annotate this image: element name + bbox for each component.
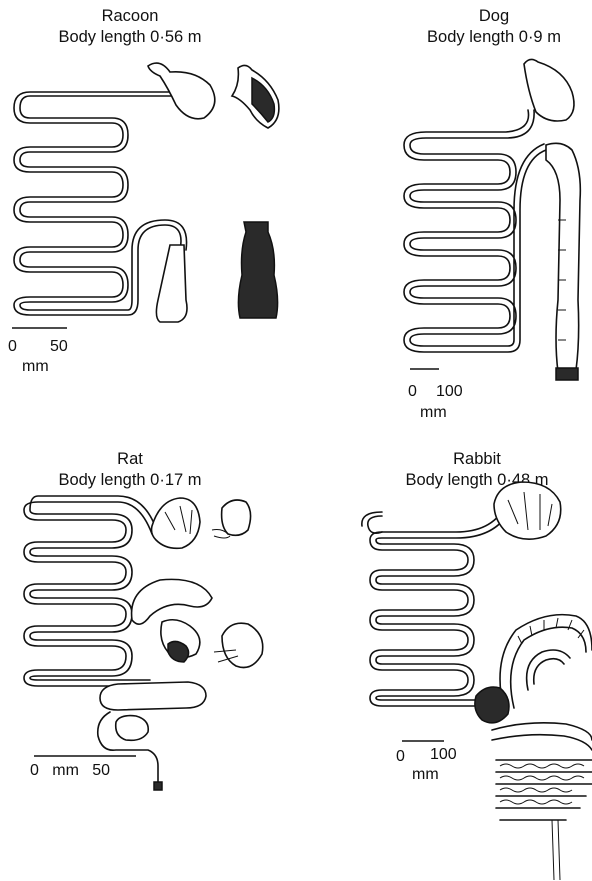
dog-colon — [546, 143, 580, 372]
rat-stomach — [152, 498, 201, 548]
rabbit-scale-end: 100 — [430, 746, 457, 764]
dog-gut-drawing — [296, 0, 592, 440]
racoon-scale-end: 50 — [50, 338, 68, 356]
racoon-colon-section — [238, 222, 277, 318]
rabbit-gut-drawing — [296, 440, 592, 881]
rat-scale-label: 0 mm 50 — [30, 762, 110, 780]
dog-rectum — [556, 368, 578, 380]
racoon-scale-start: 0 — [8, 338, 17, 356]
dog-scale-start: 0 — [408, 383, 417, 401]
rat-stomach-outline — [222, 500, 251, 535]
rat-colon — [100, 682, 206, 710]
rat-rectum — [154, 782, 162, 790]
racoon-large-intestine — [156, 245, 187, 322]
dog-stomach — [524, 59, 574, 121]
rat-caecum — [132, 579, 212, 624]
dog-scale-unit: mm — [420, 404, 447, 422]
panel-dog: Dog Body length 0·9 m 0 100 mm — [296, 0, 592, 440]
rat-caecum-section — [222, 623, 263, 667]
rat-small-intestine — [24, 502, 152, 686]
dog-scale-end: 100 — [436, 383, 463, 401]
racoon-stomach — [148, 63, 215, 119]
rabbit-colon — [492, 723, 592, 820]
rabbit-scale-start: 0 — [396, 748, 405, 766]
rabbit-scale-unit: mm — [412, 766, 439, 784]
panel-rat: Rat Body length 0·17 m 0 mm 50 — [0, 440, 296, 881]
rabbit-rectum — [552, 820, 560, 880]
rabbit-small-intestine — [370, 500, 508, 706]
racoon-scale-unit: mm — [22, 358, 49, 376]
racoon-small-intestine — [14, 92, 181, 315]
dog-small-intestine — [404, 110, 546, 352]
rabbit-caecum — [500, 615, 592, 710]
panel-rabbit: Rabbit Body length 0·48 m 0 100 mm — [296, 440, 592, 881]
panel-racoon: Racoon Body length 0·56 m 0 50 mm — [0, 0, 296, 440]
rat-gut-drawing — [0, 440, 296, 881]
